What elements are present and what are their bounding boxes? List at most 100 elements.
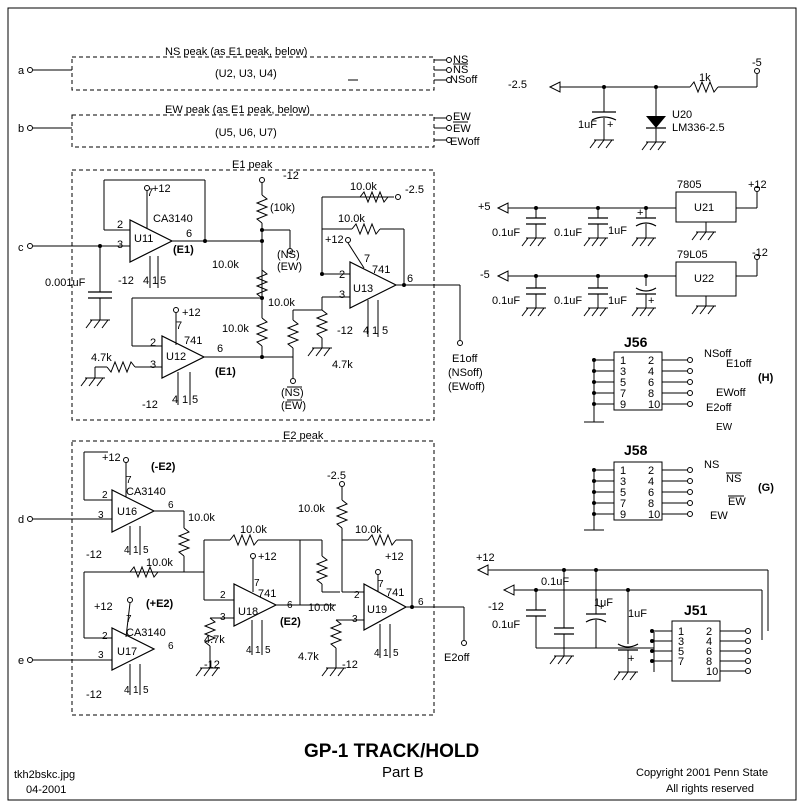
- svg-text:6: 6: [407, 273, 413, 285]
- ew-peak-parts: (U5, U6, U7): [215, 127, 277, 139]
- svg-text:-12: -12: [283, 170, 299, 182]
- connector-pin-label: 7: [678, 656, 684, 668]
- svg-text:NS: NS: [704, 459, 719, 471]
- svg-text:2: 2: [150, 337, 156, 349]
- svg-text:2: 2: [339, 269, 345, 281]
- connector-pin-label: 2: [648, 355, 654, 367]
- svg-text:U21: U21: [694, 202, 714, 214]
- connector-pin-label: 6: [648, 487, 654, 499]
- connector-pin-label: 10: [648, 399, 660, 411]
- svg-text:7: 7: [126, 614, 132, 625]
- svg-text:7: 7: [147, 187, 153, 199]
- input-d-label: d: [18, 514, 24, 526]
- connector-pin-label: 4: [648, 366, 654, 378]
- ew-out-label: EW: [453, 111, 471, 123]
- svg-text:3: 3: [150, 359, 156, 371]
- svg-text:10.0k: 10.0k: [338, 213, 365, 225]
- svg-text:741: 741: [258, 588, 276, 600]
- svg-text:-12: -12: [118, 275, 134, 287]
- svg-text:10.0k: 10.0k: [268, 297, 295, 309]
- svg-text:-12: -12: [142, 399, 158, 411]
- svg-text:7: 7: [254, 578, 260, 589]
- svg-text:4: 4: [124, 685, 130, 696]
- svg-text:5: 5: [143, 685, 149, 696]
- svg-text:1k: 1k: [699, 72, 711, 84]
- svg-text:2: 2: [117, 219, 123, 231]
- svg-text:10.0k: 10.0k: [298, 503, 325, 515]
- svg-text:10.0k: 10.0k: [240, 524, 267, 536]
- svg-text:741: 741: [372, 264, 390, 276]
- ns-peak-parts: (U2, U3, U4): [215, 68, 277, 80]
- svg-text:10.0k: 10.0k: [222, 323, 249, 335]
- svg-text:3: 3: [339, 289, 345, 301]
- connector-pin-label: 8: [648, 388, 654, 400]
- connector-pin-label: 3: [678, 636, 684, 648]
- svg-text:+12: +12: [94, 601, 113, 613]
- svg-text:741: 741: [386, 587, 404, 599]
- svg-text:5: 5: [160, 275, 166, 287]
- connector-pin-label: 5: [678, 646, 684, 658]
- input-a-label: a: [18, 65, 25, 77]
- svg-text:10.0k: 10.0k: [355, 524, 382, 536]
- connector-pin-terminal: [745, 668, 751, 674]
- connector-pin-label: 4: [706, 636, 712, 648]
- u19-opamp: [363, 582, 408, 632]
- nsoff-out-label: NSoff: [450, 74, 478, 86]
- svg-text:LM336-2.5: LM336-2.5: [672, 122, 725, 134]
- svg-text:(+E2): (+E2): [146, 598, 174, 610]
- svg-text:EW: EW: [710, 510, 728, 522]
- svg-text:-12: -12: [337, 325, 353, 337]
- svg-text:4: 4: [172, 394, 178, 406]
- svg-text:+12: +12: [152, 183, 171, 195]
- svg-text:(10k): (10k): [270, 202, 295, 214]
- svg-text:3: 3: [98, 510, 104, 521]
- svg-text:E1off: E1off: [452, 353, 478, 365]
- svg-text:-5: -5: [480, 269, 490, 281]
- svg-text:1uF: 1uF: [608, 225, 627, 237]
- connector-pin-label: 6: [648, 377, 654, 389]
- svg-text:4: 4: [143, 275, 149, 287]
- svg-text:(H): (H): [758, 372, 774, 384]
- svg-text:1uF: 1uF: [608, 295, 627, 307]
- file-name: tkh2bskc.jpg: [14, 769, 75, 781]
- connector-pin-label: 9: [620, 399, 626, 411]
- ew-peak-block: b EW peak (as E1 peak, below) (U5, U6, U…: [18, 104, 480, 148]
- svg-text:7805: 7805: [677, 179, 701, 191]
- connector-pin-terminal: [687, 511, 693, 517]
- svg-text:+: +: [648, 295, 654, 307]
- svg-text:U22: U22: [694, 273, 714, 285]
- svg-text:+12: +12: [385, 551, 404, 563]
- svg-text:2: 2: [102, 631, 108, 642]
- svg-text:4.7k: 4.7k: [91, 352, 112, 364]
- svg-text:(NSoff): (NSoff): [448, 367, 483, 379]
- connector-pin-label: 5: [620, 377, 626, 389]
- e1-peak-block: E1 peak c 0.001uF U11 CA3140 (E1) 2 3 6 …: [18, 159, 485, 421]
- cap-0001uf-label: 0.001uF: [45, 277, 86, 289]
- connector-pin-terminal: [745, 638, 751, 644]
- svg-text:+12: +12: [325, 234, 344, 246]
- svg-text:E1off: E1off: [726, 358, 752, 370]
- connector-pin-label: 10: [706, 666, 718, 678]
- svg-text:(G): (G): [758, 482, 774, 494]
- u18-opamp: [233, 583, 278, 627]
- svg-text:3: 3: [98, 650, 104, 661]
- svg-text:U11: U11: [134, 233, 153, 245]
- svg-text:4: 4: [246, 645, 252, 656]
- page-title: GP-1 TRACK/HOLD: [304, 741, 479, 762]
- svg-text:1: 1: [133, 545, 139, 556]
- connector-pin-terminal: [745, 658, 751, 664]
- connector-pin-label: 8: [706, 656, 712, 668]
- svg-text:-12: -12: [488, 601, 504, 613]
- input-c-label: c: [18, 242, 24, 254]
- connector-pin-terminal: [687, 478, 693, 484]
- svg-text:7: 7: [126, 475, 132, 486]
- svg-text:1: 1: [133, 685, 139, 696]
- svg-text:+12: +12: [258, 551, 277, 563]
- e1-peak-box: [71, 169, 435, 421]
- input-b-label: b: [18, 123, 24, 135]
- connector-pin-terminal: [687, 368, 693, 374]
- svg-text:(-E2): (-E2): [151, 461, 176, 473]
- ew-bar-out-label: EW: [453, 123, 471, 135]
- svg-text:+: +: [628, 653, 634, 665]
